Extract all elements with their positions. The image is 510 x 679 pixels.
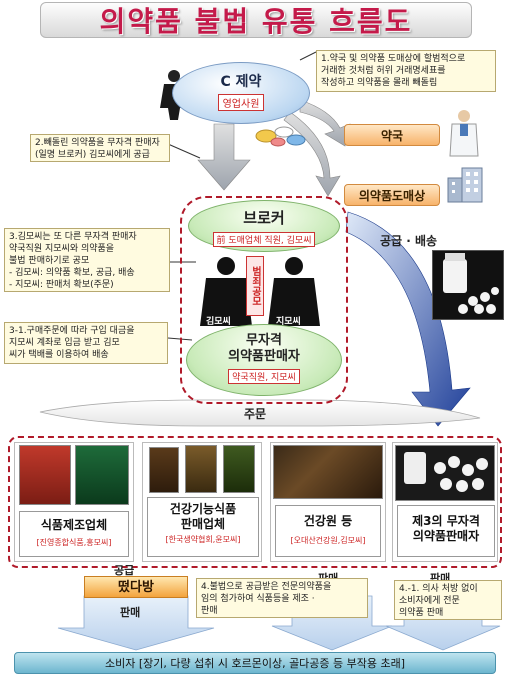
note-3: 3.김모씨는 또 다른 무자격 판매자 약국직원 지모씨와 의약품을 불법 판매…: [4, 228, 170, 292]
pharmacist-icon: [449, 110, 479, 157]
consumer-label: 소비자 [장기, 다량 섭취 시 호르몬이상, 골다공증 등 부작용 초래]: [105, 657, 406, 670]
pop-up-shop-label: 떴다방: [84, 576, 188, 598]
broker-oval: 브로커 前 도매업체 직원, 김모씨: [188, 200, 340, 252]
arrow-supply-delivery: [345, 211, 471, 427]
category-health-food-seller: 건강기능식품 판매업체 [한국생약협회,윤모씨]: [142, 442, 262, 562]
arrow-to-pharmacy: [299, 99, 351, 147]
c-company-name: C 제약: [220, 74, 262, 90]
category-name: 건강원 등: [303, 514, 353, 528]
order-band: [39, 399, 481, 427]
note-4-1: 4.-1. 의사 처방 없이 소비자에게 전문 의약품 판매: [394, 580, 502, 620]
jar-photo-3: [223, 445, 255, 493]
category-detail: [한국생약협회,윤모씨]: [165, 535, 241, 544]
tablets-icon: [404, 452, 488, 492]
tablets-photo: [395, 445, 495, 501]
category-name: 건강기능식품 판매업체: [169, 502, 237, 531]
c-company-role: 영업사원: [217, 94, 265, 111]
pharmacy-label: 약국: [344, 124, 440, 146]
jar-photo-1: [149, 447, 179, 493]
food-product-photo-2: [75, 445, 129, 505]
c-pharma-company: C 제약 영업사원: [172, 62, 310, 124]
page-title: 의약품 불법 유통 흐름도: [99, 5, 413, 38]
arrow-to-broker: [197, 123, 251, 191]
unlicensed-seller-detail: 약국직원, 지모씨: [228, 369, 300, 384]
unlicensed-seller-title: 무자격 의약품판매자: [228, 333, 300, 364]
person-label-ji: 지모씨: [276, 317, 301, 327]
broker-group-frame: [180, 196, 348, 404]
conspiracy-label: 범죄공모: [246, 256, 264, 316]
arrow-sale-1: [57, 595, 215, 651]
category-name: 제3의 무자격 의약품판매자: [412, 514, 480, 543]
drug-bottle-photo: [432, 250, 504, 320]
note2-pointer: [167, 143, 201, 159]
food-product-photo-1: [19, 445, 71, 505]
consumer-bar: 소비자 [장기, 다량 섭취 시 호르몬이상, 골다공증 등 부작용 초래]: [14, 652, 496, 674]
supply-label: 공급: [114, 564, 135, 577]
supply-delivery-label: 공급 · 배송: [380, 234, 438, 248]
category-detail: [오대산건강원,김모씨]: [290, 536, 366, 545]
building-icon: [447, 167, 483, 203]
broker-detail: 前 도매업체 직원, 김모씨: [212, 232, 316, 247]
category-food-maker: 식품제조업체 [진영종합식품,홍모씨]: [14, 442, 134, 562]
category-third-unlicensed-seller-label: 제3의 무자격 의약품판매자: [397, 505, 495, 557]
pill-bottle-icon: [443, 253, 499, 314]
note-2: 2.빼돌린 의약품을 무자격 판매자 (일명 브로커) 김모씨에게 공급: [30, 134, 170, 162]
category-food-maker-label: 식품제조업체 [진영종합식품,홍모씨]: [19, 511, 129, 557]
sale-label-1: 판매: [120, 606, 141, 619]
category-detail: [진영종합식품,홍모씨]: [36, 538, 112, 547]
conspirators-icon: [200, 257, 320, 326]
pills-icon: [255, 126, 306, 147]
category-health-food-seller-label: 건강기능식품 판매업체 [한국생약협회,윤모씨]: [147, 497, 259, 557]
broker-title: 브로커: [243, 209, 285, 227]
herbal-material-photo: [273, 445, 383, 499]
category-third-unlicensed-seller: 제3의 무자격 의약품판매자: [392, 442, 498, 562]
category-name: 식품제조업체: [40, 518, 108, 532]
jar-photo-2: [185, 445, 217, 493]
wholesaler-label: 의약품도매상: [344, 184, 440, 206]
category-health-center: 건강원 등 [오대산건강원,김모씨]: [270, 442, 386, 562]
note-1: 1.약국 및 의약품 도매상에 할범적으로 거래한 것처럼 허위 거래명세표를 …: [316, 50, 496, 92]
person-label-kim: 김모씨: [206, 317, 231, 327]
unlicensed-seller-oval: 무자격 의약품판매자 약국직원, 지모씨: [186, 324, 342, 396]
note-4: 4.불법으로 공급받은 전문의약품을 임의 첨가하여 식품등을 제조 · 판매: [196, 578, 368, 618]
note1-pointer: [299, 51, 317, 61]
note-3-1: 3-1.구매주문에 따라 구입 대금을 지모씨 계좌로 입금 받고 김모 씨가 …: [4, 322, 168, 364]
category-health-center-label: 건강원 등 [오대산건강원,김모씨]: [275, 505, 381, 557]
order-label: 주문: [243, 407, 267, 421]
order-group-frame: [8, 436, 502, 568]
title-banner: 의약품 불법 유통 흐름도: [40, 2, 472, 38]
